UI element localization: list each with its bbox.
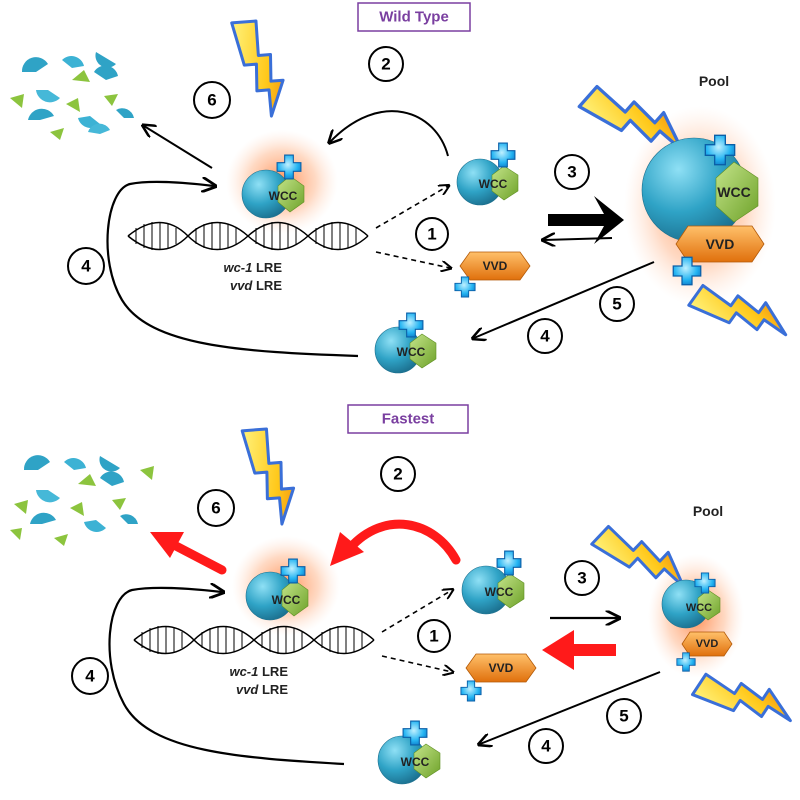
- arrow-transcription-wcc: [381, 590, 452, 633]
- vvd-protein-new: VVD: [454, 251, 531, 298]
- panel-title: Wild Type: [379, 9, 449, 26]
- step-number-1: 1: [415, 217, 449, 251]
- svg-text:5: 5: [619, 707, 628, 726]
- arrow-step-3-reverse-highlight: [568, 644, 616, 656]
- wcc-vvd-pool-complex: WCC VVD: [661, 572, 733, 672]
- step-number-5: 5: [606, 698, 642, 734]
- svg-text:4: 4: [541, 737, 551, 756]
- gene-label-vvd: vvd LRE: [230, 278, 282, 293]
- svg-text:1: 1: [429, 627, 438, 646]
- step-number-4: 4: [71, 657, 109, 695]
- step-number-6: 6: [193, 81, 231, 119]
- wcc-complex-promoter: WCC: [245, 558, 309, 621]
- lightning-icon: [240, 420, 304, 530]
- wcc-label: WCC: [717, 184, 750, 200]
- step-number-5: 5: [599, 286, 635, 322]
- activation-cross-icon: [490, 142, 516, 168]
- arrow-step-3-reverse-head: [542, 630, 574, 670]
- wcc-vvd-pool-complex: WCC VVD: [641, 134, 765, 286]
- gene-label-wc1: wc-1 LRE: [223, 260, 282, 275]
- svg-text:6: 6: [211, 499, 220, 518]
- arrow-step-2-head: [330, 532, 364, 566]
- arrow-step-6: [144, 126, 213, 169]
- wcc-complex-released: WCC: [374, 312, 437, 374]
- pool-label: Pool: [693, 503, 723, 519]
- arrow-transcription-wcc: [375, 186, 448, 229]
- arrow-transcription-vvd: [381, 655, 452, 672]
- arrow-step-5: [474, 261, 655, 338]
- dna-helix: [127, 221, 369, 251]
- wcc-label: WCC: [479, 177, 508, 191]
- panel-title: Fastest: [382, 411, 435, 428]
- step-number-6: 6: [197, 489, 235, 527]
- svg-text:5: 5: [612, 295, 621, 314]
- svg-text:4: 4: [540, 327, 550, 346]
- arrow-step-3-forward: [548, 196, 624, 244]
- arrow-step-2-highlight: [345, 519, 461, 565]
- wcc-label: WCC: [397, 345, 426, 359]
- vvd-label: VVD: [696, 638, 719, 650]
- degraded-fragments: [10, 52, 134, 140]
- wcc-complex-promoter: WCC: [241, 154, 305, 219]
- gene-label-wc1: wc-1 LRE: [229, 664, 288, 679]
- activation-cross-icon: [460, 680, 482, 702]
- vvd-label: VVD: [706, 236, 735, 252]
- wcc-label: WCC: [272, 593, 301, 607]
- arrow-step-3-reverse: [544, 238, 613, 240]
- step-number-2: 2: [368, 46, 404, 82]
- svg-text:6: 6: [207, 91, 216, 110]
- svg-text:3: 3: [567, 163, 576, 182]
- panel-wild-type: Wild Type WCC: [10, 2, 796, 374]
- step-number-3: 3: [564, 560, 600, 596]
- step-number-4-right: 4: [528, 728, 564, 764]
- svg-text:2: 2: [381, 55, 390, 74]
- panel-fastest: Fastest WCC: [10, 404, 800, 785]
- wcc-label: WCC: [401, 755, 430, 769]
- panel-title-box: [357, 2, 471, 32]
- dna-helix: [133, 625, 375, 655]
- panel-title-box: [347, 404, 469, 434]
- wcc-complex-new: WCC: [456, 142, 519, 206]
- step-number-4-right: 4: [527, 318, 563, 354]
- arrow-step-6-head: [150, 532, 184, 558]
- arrow-transcription-vvd: [375, 251, 450, 268]
- pool-label: Pool: [699, 73, 729, 89]
- arrow-step-5: [480, 671, 661, 744]
- step-number-4: 4: [67, 247, 105, 285]
- vvd-protein-new: VVD: [460, 653, 537, 702]
- svg-text:3: 3: [577, 569, 586, 588]
- step-number-2: 2: [380, 456, 416, 492]
- degraded-fragments: [10, 455, 154, 546]
- wcc-label: WCC: [269, 189, 298, 203]
- vvd-label: VVD: [489, 661, 514, 675]
- vvd-label: VVD: [483, 259, 508, 273]
- step-number-1: 1: [417, 619, 451, 653]
- arrow-step-6-highlight: [171, 541, 227, 575]
- lightning-icon: [229, 12, 293, 122]
- gene-label-vvd: vvd LRE: [236, 682, 288, 697]
- wcc-complex-released: WCC: [377, 720, 441, 785]
- wcc-label: WCC: [686, 602, 712, 614]
- wcc-label: WCC: [485, 585, 514, 599]
- wcc-complex-new: WCC: [461, 550, 525, 615]
- arrow-step-4-loop: [106, 182, 359, 358]
- svg-text:1: 1: [427, 225, 436, 244]
- arrow-step-2: [330, 110, 449, 157]
- arrow-step-4-loop: [108, 588, 345, 766]
- svg-text:4: 4: [81, 257, 91, 276]
- svg-text:4: 4: [85, 667, 95, 686]
- step-number-3: 3: [554, 154, 590, 190]
- svg-text:2: 2: [393, 465, 402, 484]
